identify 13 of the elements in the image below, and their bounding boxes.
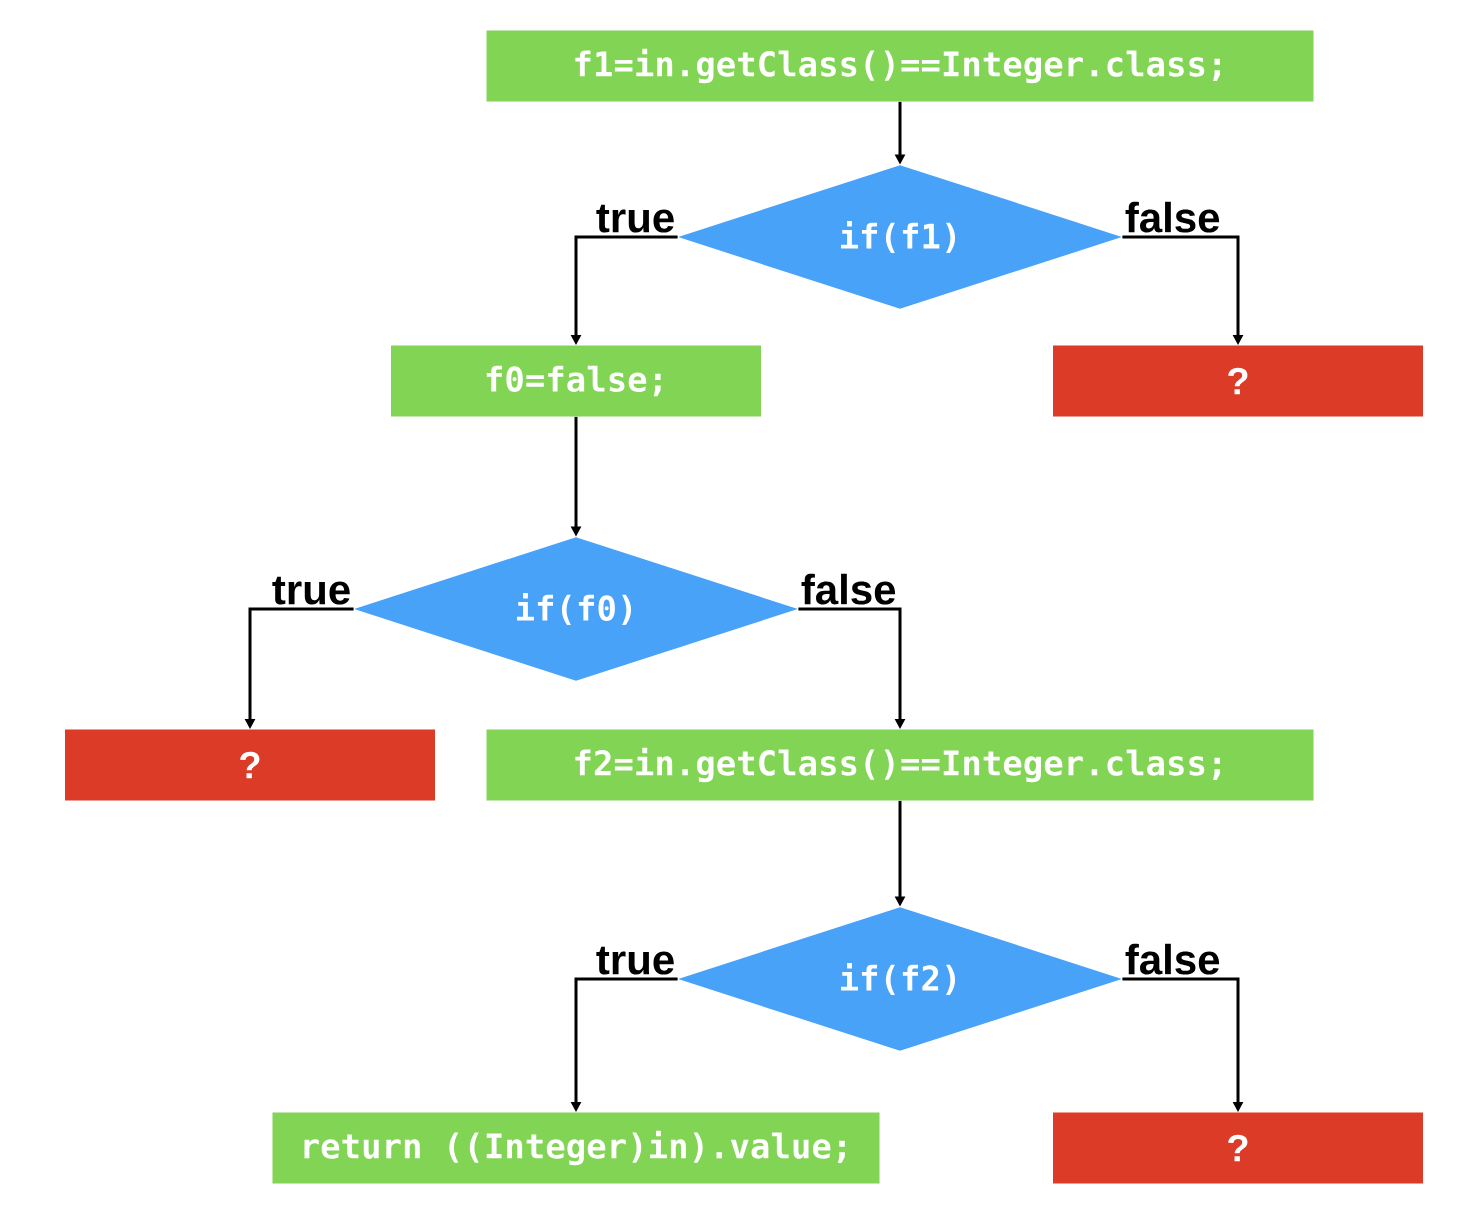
unknown-box: ? [1053,345,1423,417]
process-box: f0=false; [391,345,761,417]
edge-label: true [269,574,354,607]
edge-label: true [593,944,678,977]
process-box: f1=in.getClass()==Integer.class; [486,30,1314,102]
edge-label: false [1122,199,1223,235]
edge-label: false [798,571,899,607]
process-box: return ((Integer)in).value; [272,1112,880,1184]
edge-label: false [1122,941,1223,977]
unknown-box: ? [65,729,435,801]
unknown-box: ? [1053,1112,1423,1184]
process-box: f2=in.getClass()==Integer.class; [486,729,1314,801]
edge-label: true [593,202,678,235]
